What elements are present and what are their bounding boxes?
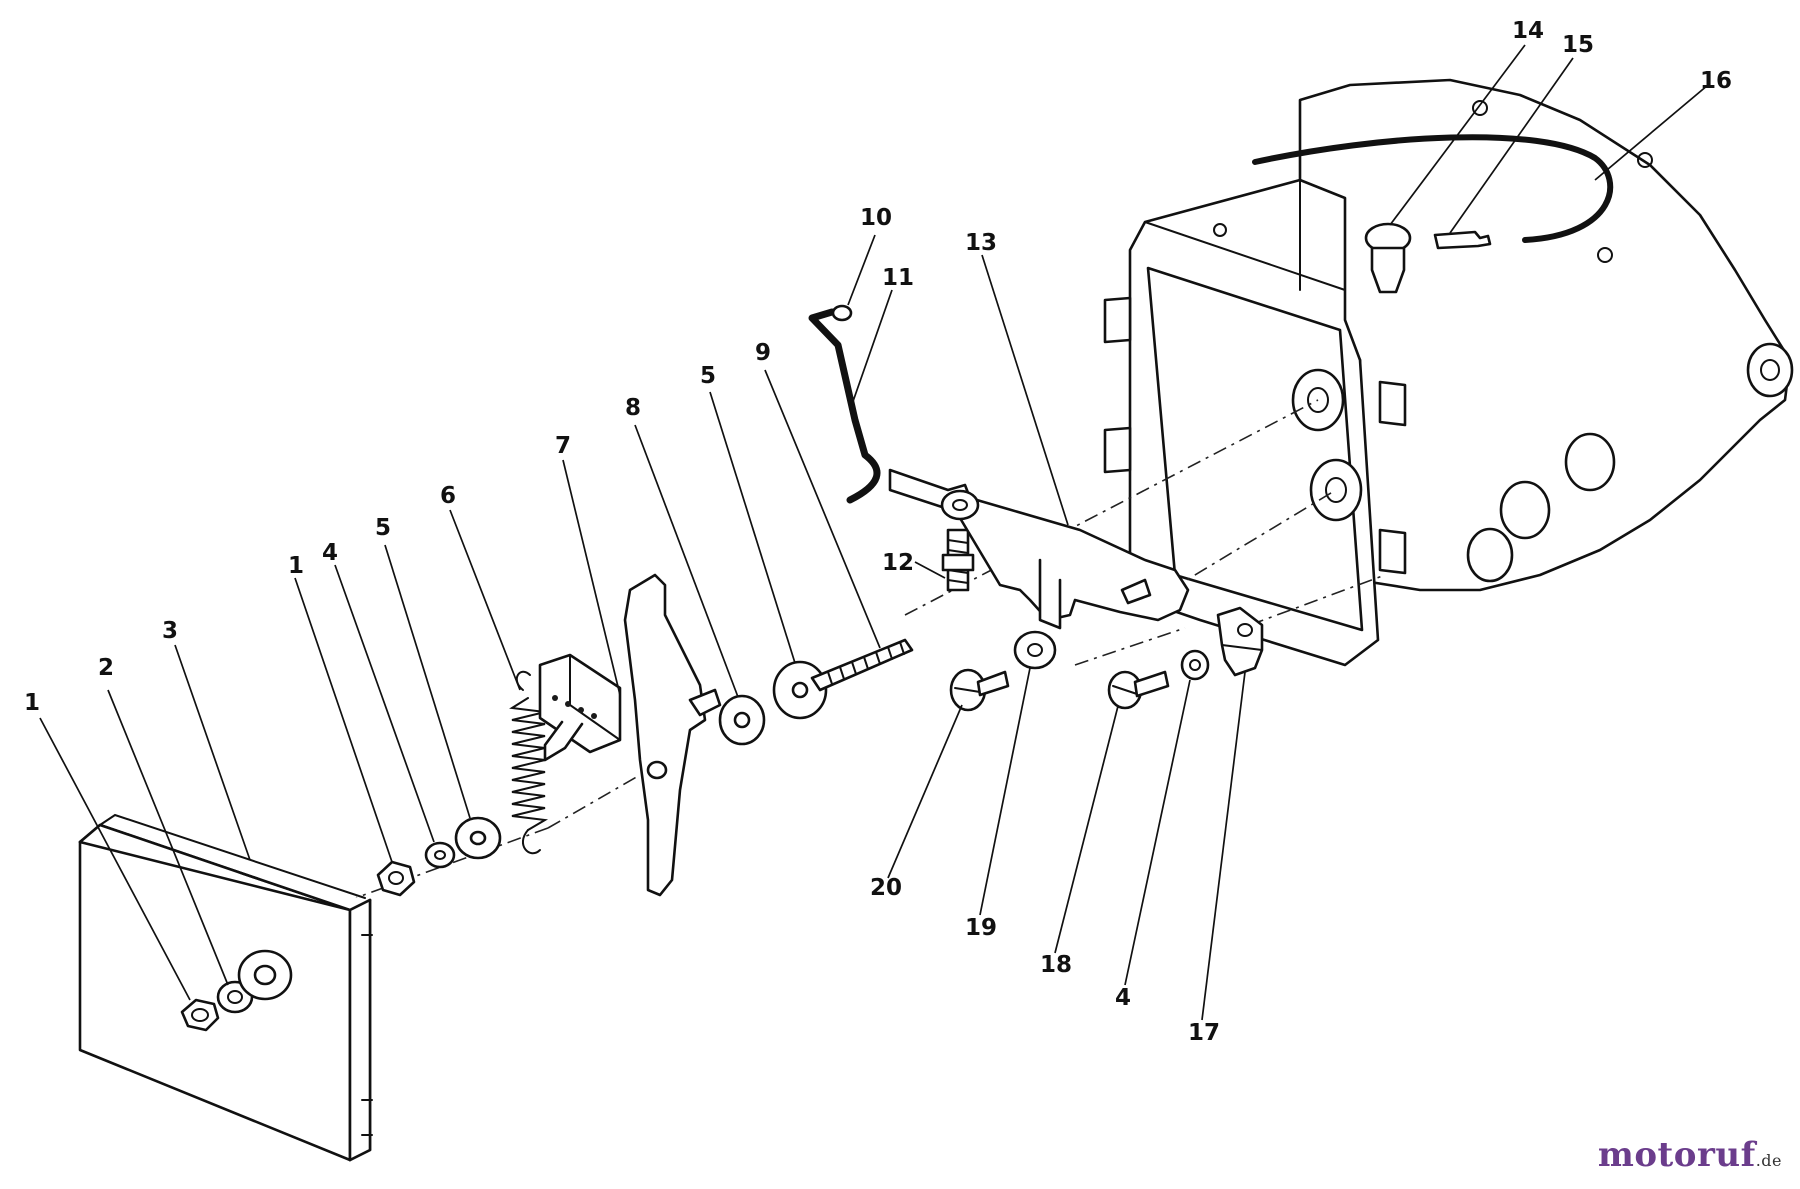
callout-6: 6 — [440, 483, 456, 509]
washer-4b — [1180, 649, 1210, 681]
link-rod — [808, 304, 881, 504]
callout-18: 18 — [1040, 952, 1072, 978]
governor-lever — [538, 573, 722, 897]
washer-5b — [772, 660, 828, 720]
screw-18 — [1107, 670, 1170, 710]
lever-arm — [888, 468, 1190, 630]
callout-13: 13 — [965, 230, 997, 256]
callout-14: 14 — [1512, 18, 1544, 44]
leader-lines — [39, 44, 1709, 1021]
callout-9: 9 — [755, 340, 771, 366]
callout-4b: 4 — [1115, 985, 1131, 1011]
washer-8 — [718, 694, 766, 746]
callout-16: 16 — [1700, 68, 1732, 94]
callout-12: 12 — [882, 550, 914, 576]
governor-spring — [509, 670, 549, 855]
callout-19: 19 — [965, 915, 997, 941]
callout-5b: 5 — [700, 363, 716, 389]
callout-15: 15 — [1562, 32, 1594, 58]
callout-8: 8 — [625, 395, 641, 421]
watermark-brand: motoruf — [1597, 1135, 1756, 1175]
screw-20 — [949, 668, 1010, 712]
watermark-logo: motoruf.de — [1598, 1135, 1782, 1175]
governor-shaft — [810, 638, 914, 692]
callout-17: 17 — [1188, 1020, 1220, 1046]
plate-hardware — [180, 949, 293, 1032]
callout-1a: 1 — [24, 690, 40, 716]
callout-3: 3 — [162, 618, 178, 644]
callout-4a: 4 — [322, 540, 338, 566]
adjusting-stud — [941, 528, 975, 592]
callout-2: 2 — [98, 655, 114, 681]
wire-clip — [1433, 230, 1492, 250]
retainer — [1364, 222, 1412, 294]
clamp-17 — [1216, 606, 1264, 677]
washer-19 — [1013, 630, 1057, 670]
governor-wire — [1252, 134, 1614, 243]
callout-labels: 1 2 3 1 4 5 6 7 8 5 9 10 11 12 13 14 15 … — [24, 18, 1732, 1046]
callout-20: 20 — [870, 875, 902, 901]
callout-1b: 1 — [288, 553, 304, 579]
engine-housing — [1103, 78, 1794, 667]
callout-7: 7 — [555, 433, 571, 459]
callout-11: 11 — [882, 265, 914, 291]
assembly-center-lines — [349, 399, 1386, 901]
callout-10: 10 — [860, 205, 892, 231]
nut-and-washers — [376, 816, 502, 897]
watermark-tld: .de — [1755, 1151, 1782, 1170]
callout-5a: 5 — [375, 515, 391, 541]
